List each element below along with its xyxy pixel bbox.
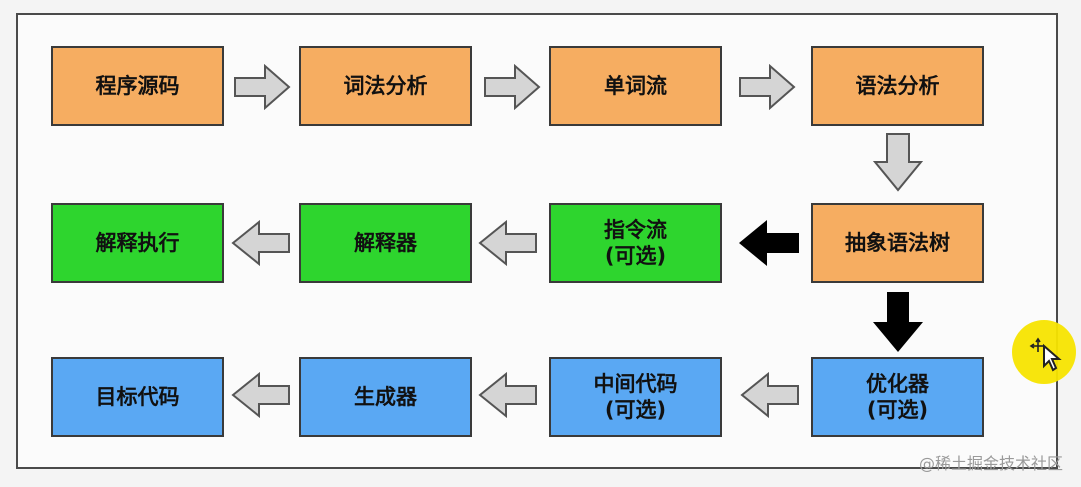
left-arrow-icon <box>478 220 537 266</box>
watermark: @稀土掘金技术社区 <box>918 454 1063 473</box>
left-arrow-icon <box>740 372 799 418</box>
left-arrow-icon <box>739 220 799 266</box>
node-instruction-stream: 指令流 (可选) <box>549 203 722 283</box>
node-label: 目标代码 <box>95 384 180 409</box>
node-label: 语法分析 <box>855 73 940 98</box>
node-label: 解释器 <box>354 230 417 255</box>
down-arrow-icon <box>873 292 923 352</box>
node-optimizer: 优化器 (可选) <box>811 357 984 437</box>
down-arrow-icon <box>873 133 923 192</box>
node-label: 解释执行 <box>95 230 180 255</box>
node-label: 优化器 <box>866 371 929 396</box>
node-optional-note: (可选) <box>604 244 667 268</box>
node-interpret-execute: 解释执行 <box>51 203 224 283</box>
node-intermediate-code: 中间代码 (可选) <box>549 357 722 437</box>
node-label: 程序源码 <box>95 73 180 98</box>
node-ast: 抽象语法树 <box>811 203 984 283</box>
node-label: 词法分析 <box>343 73 428 98</box>
left-arrow-icon <box>478 372 537 418</box>
node-generator: 生成器 <box>299 357 472 437</box>
node-interpreter: 解释器 <box>299 203 472 283</box>
node-token-stream: 单词流 <box>549 46 722 126</box>
right-arrow-icon <box>484 64 541 110</box>
node-label: 单词流 <box>604 73 667 98</box>
node-label: 中间代码 <box>593 371 678 396</box>
node-optional-note: (可选) <box>866 398 929 422</box>
left-arrow-icon <box>231 372 290 418</box>
right-arrow-icon <box>234 64 291 110</box>
right-arrow-icon <box>739 64 796 110</box>
node-lexical-analysis: 词法分析 <box>299 46 472 126</box>
node-label: 生成器 <box>354 384 417 409</box>
node-syntax-analysis: 语法分析 <box>811 46 984 126</box>
cursor-highlight-icon <box>1012 320 1076 384</box>
node-label: 指令流 <box>604 217 667 242</box>
node-optional-note: (可选) <box>604 398 667 422</box>
node-source-code: 程序源码 <box>51 46 224 126</box>
left-arrow-icon <box>231 220 290 266</box>
node-label: 抽象语法树 <box>845 230 950 255</box>
node-target-code: 目标代码 <box>51 357 224 437</box>
